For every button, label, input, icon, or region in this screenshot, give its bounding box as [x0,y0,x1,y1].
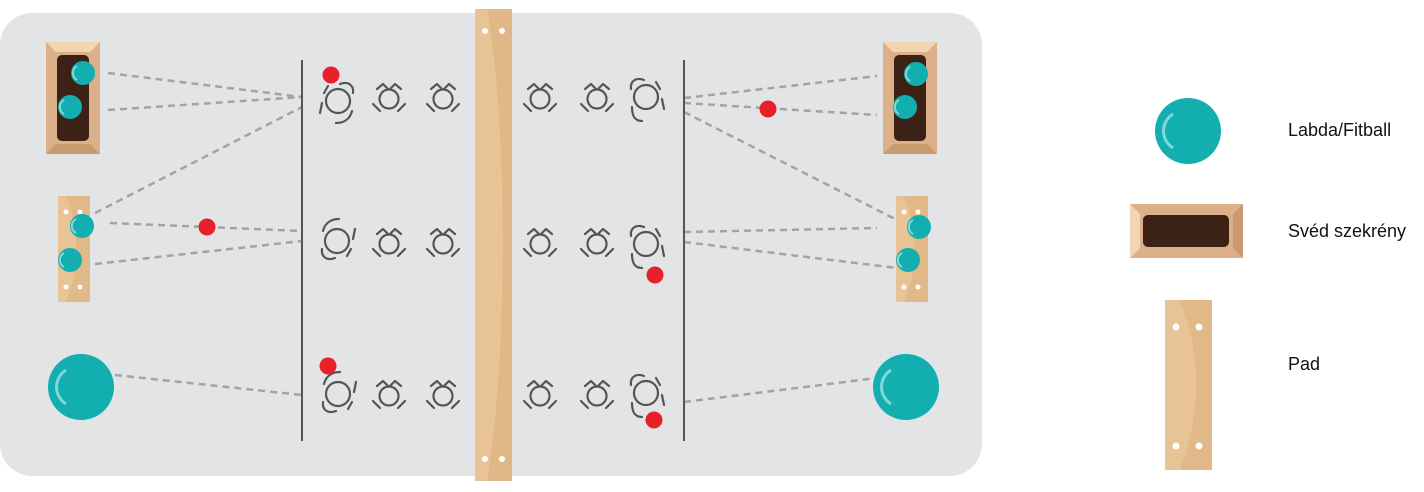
legend-ball-icon [1155,98,1221,164]
dash-line [94,105,303,215]
dash-line [107,71,303,99]
dash-line [683,101,878,117]
legend-ball-label: Labda/Fitball [1288,120,1392,140]
marker-dot-icon [322,66,340,84]
fitball-icon [873,354,939,420]
legend-box-icon [1130,204,1243,258]
ball-icon [893,95,917,119]
vaulting-box-icon [883,42,937,154]
dash-line [683,110,898,222]
marker-dot-icon [319,357,337,375]
dashed-lines [94,71,898,404]
ball-icon [70,214,94,238]
ball-icon [907,215,931,239]
marker-dot-icon [198,218,216,236]
dash-line [683,376,878,404]
ball-icon [896,248,920,272]
ball-icon [58,95,82,119]
ball-icon [71,61,95,85]
dash-line [94,239,303,266]
legend-bench-label: Pad [1288,354,1321,374]
legend-box-label: Svéd szekrény [1288,221,1407,241]
center-bench-icon [475,9,512,481]
small-balls [58,61,931,272]
dash-line [683,74,878,100]
legend-bench-icon [1165,300,1212,470]
marker-dot-icon [759,100,777,118]
marker-dot-icon [646,266,664,284]
markers [198,66,777,429]
dash-line [114,373,303,397]
dash-line [683,226,878,234]
marker-dot-icon [645,411,663,429]
ball-icon [58,248,82,272]
ball-icon [904,62,928,86]
dash-line [107,95,303,112]
fitball-icon [48,354,114,420]
